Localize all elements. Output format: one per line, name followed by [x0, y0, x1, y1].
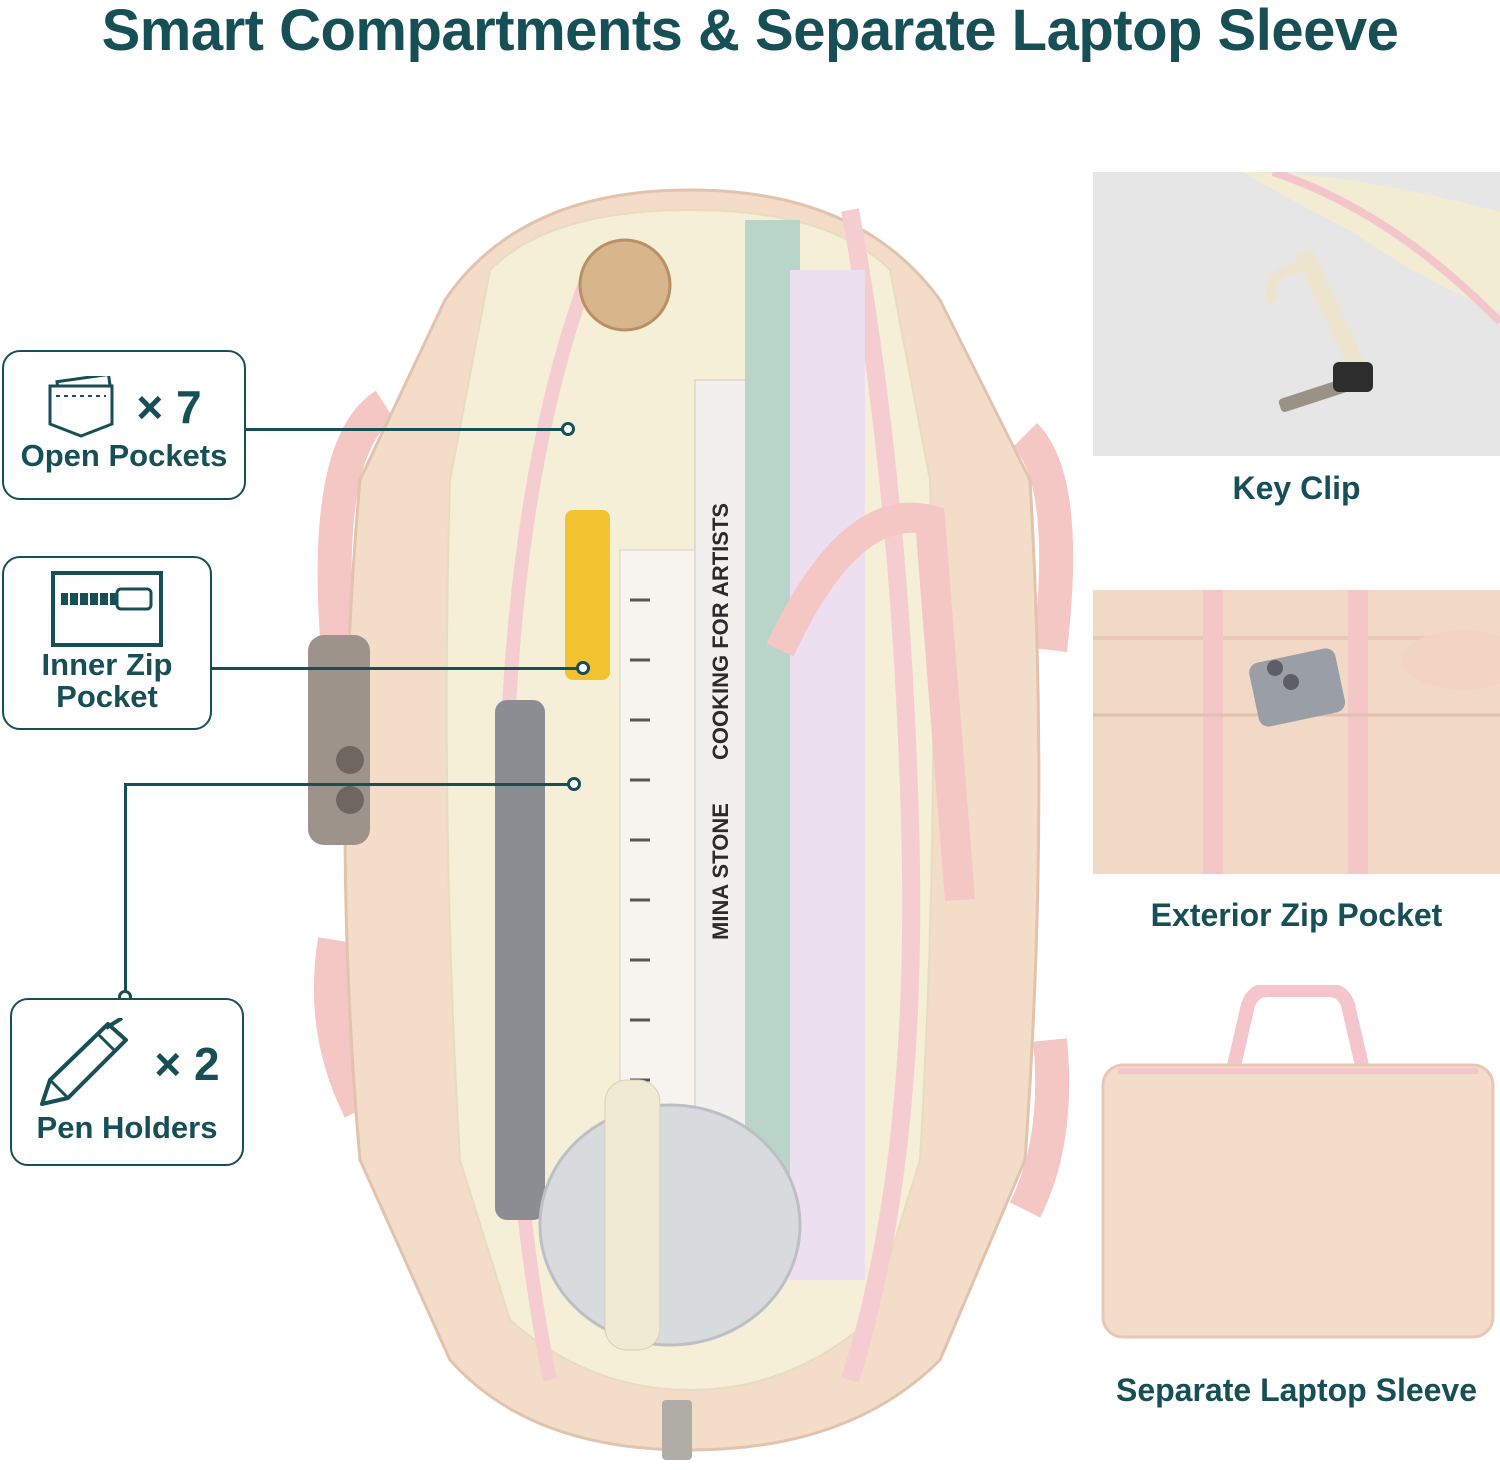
strap-inner — [766, 502, 975, 902]
book-title: COOKING FOR ARTISTS — [708, 503, 733, 760]
pen-holders-label: Pen Holders — [36, 1110, 218, 1145]
callout-open-pockets: × 7 Open Pockets — [2, 350, 246, 500]
page-title: Smart Compartments & Separate Laptop Sle… — [101, 0, 1399, 63]
inner-zip-label-1: Inner Zip — [41, 647, 173, 682]
wooden-lid — [578, 238, 672, 332]
tablet — [495, 700, 545, 1220]
leader-pen-vertical — [124, 783, 127, 996]
laptop-sleeve-caption: Separate Laptop Sleeve — [1115, 1372, 1478, 1408]
callout-inner-zip: Inner Zip Pocket — [2, 556, 212, 730]
dot-pen-holders — [567, 777, 581, 791]
strap-left-bottom — [313, 937, 376, 1118]
pen-icon — [40, 1018, 129, 1106]
strap-right-top — [1012, 422, 1074, 652]
strap-right-bottom — [1009, 1038, 1070, 1218]
dot-open-pockets — [561, 422, 575, 436]
inner-zip-label-2: Pocket — [56, 679, 158, 714]
pocket-icon — [48, 376, 114, 438]
lavender-folder — [790, 270, 865, 1280]
exterior-zip-photo — [1093, 590, 1500, 874]
dot-inner-zip — [576, 661, 590, 675]
main-bag-photo: MINA STONE COOKING FOR ARTISTS — [308, 188, 1074, 1460]
strap-left-top — [317, 390, 396, 701]
leader-pen-horizontal — [124, 783, 574, 786]
key-clip-caption: Key Clip — [1232, 470, 1361, 506]
zipper-right — [841, 208, 921, 1383]
callout-pen-holders: × 2 Pen Holders — [10, 998, 244, 1166]
book-author: MINA STONE — [708, 803, 733, 940]
zipper-pull — [662, 1400, 692, 1460]
laptop-sleeve-photo — [1101, 985, 1495, 1339]
snack-pack — [565, 510, 610, 680]
tumbler-handle — [604, 1079, 661, 1351]
leader-inner-zip — [212, 667, 582, 670]
tumbler-lid — [538, 1103, 802, 1347]
zipper-pocket-icon — [51, 571, 163, 647]
open-pockets-count: × 7 — [136, 381, 202, 433]
leader-open-pockets — [246, 428, 568, 431]
pen-holders-count: × 2 — [154, 1038, 220, 1090]
exterior-zip-caption: Exterior Zip Pocket — [1150, 897, 1443, 933]
open-pockets-label: Open Pockets — [20, 438, 228, 473]
key-clip-photo — [1093, 172, 1500, 456]
